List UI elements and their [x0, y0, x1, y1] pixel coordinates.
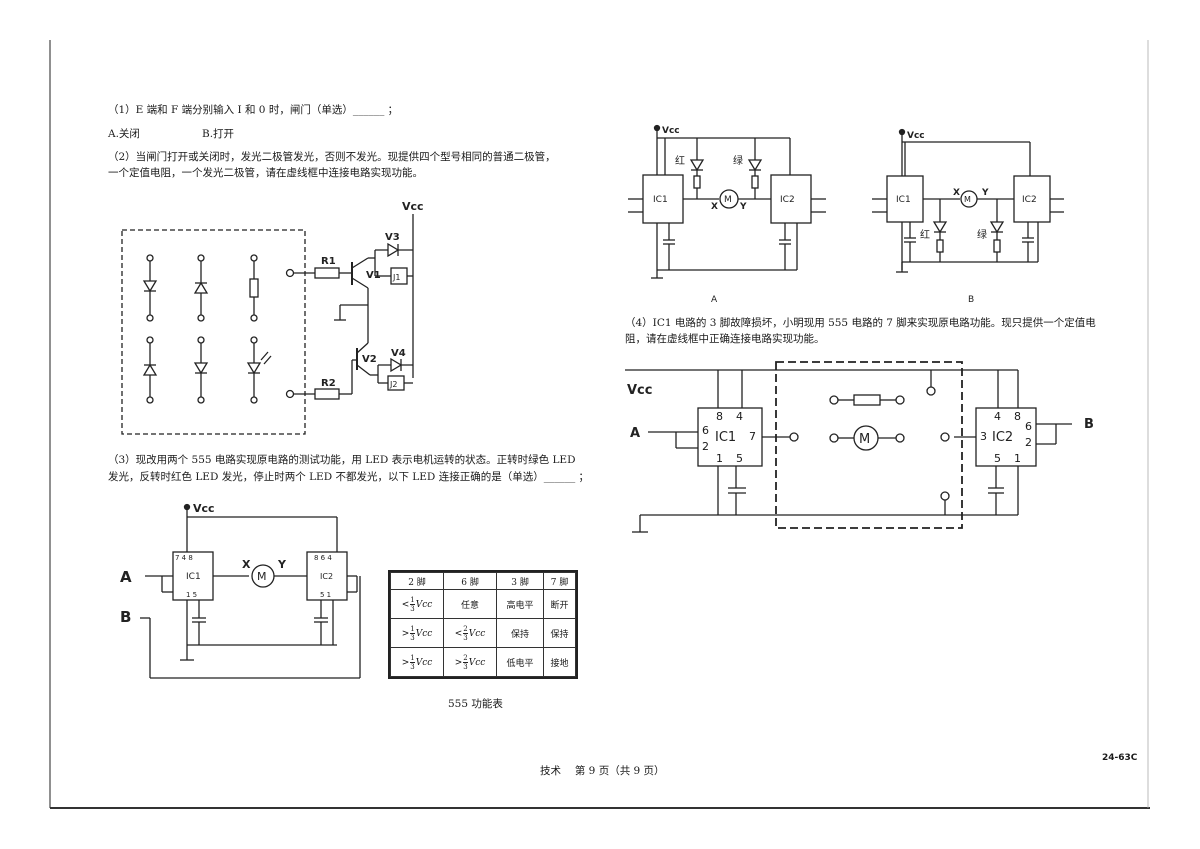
- q2-diode-4: [193, 336, 209, 404]
- q3-y-label: Y: [277, 558, 287, 571]
- option-a-green: 绿: [733, 154, 743, 167]
- q3-ic1-label: IC1: [186, 572, 201, 582]
- q3-circuit: [140, 503, 361, 679]
- table-header-pin2: 2 脚: [389, 572, 445, 590]
- q4-dashed-box: [775, 361, 963, 529]
- q3-a-label: A: [120, 568, 132, 586]
- option-a-vcc: Vcc: [662, 126, 680, 136]
- q3-ic2-top-pins: 8 6 4: [314, 554, 332, 562]
- footer-page: 技术 第 9 页（共 9 页）: [540, 765, 665, 777]
- q2-led: [246, 336, 272, 404]
- table-header-pin7: 7 脚: [543, 572, 576, 590]
- q2-line2: 一个定值电阻，一个发光二极管，请在虚线框中连接电路实现功能。: [108, 167, 423, 179]
- footer-code: 24-63C: [1102, 753, 1138, 763]
- option-b-circuit: [872, 128, 1064, 273]
- q3-ic1-top-pins: 7 4 8: [175, 554, 193, 562]
- q4-ic1-pin5: 5: [736, 452, 743, 465]
- option-b-ic2: IC2: [1022, 195, 1037, 205]
- q2-diode-3: [142, 336, 158, 404]
- q4-ic1-pin6: 6: [702, 424, 709, 437]
- option-b-caption: B: [968, 295, 974, 305]
- q3-x-label: X: [242, 558, 251, 571]
- q4-motor-label: M: [859, 432, 870, 447]
- q1-question: （1）E 端和 F 端分别输入 I 和 0 时，闸门（单选）______ ；: [108, 104, 399, 116]
- q4-ic2-label: IC2: [992, 430, 1013, 445]
- q3-vcc-label: Vcc: [193, 502, 215, 515]
- q4-ic2-pin1: 1: [1014, 452, 1021, 465]
- q4-line1: （4）IC1 电路的 3 脚故障损坏，小明现用 555 电路的 7 脚来实现原电…: [625, 317, 1096, 329]
- table-header-pin6: 6 脚: [443, 572, 498, 590]
- q2-v3-label: V3: [385, 232, 400, 243]
- q2-diode-1: [142, 254, 158, 322]
- q2-r1-label: R1: [321, 256, 336, 267]
- q3-line1: （3）现改用两个 555 电路实现原电路的测试功能，用 LED 表示电机运转的状…: [108, 454, 576, 466]
- q4-ic2-pin8: 8: [1014, 410, 1021, 423]
- q2-diode-2: [193, 254, 209, 322]
- option-b-green: 绿: [977, 228, 987, 241]
- option-a-ic1: IC1: [653, 195, 668, 205]
- q2-line1: （2）当闸门打开或关闭时，发光二极管发光，否则不发光。现提供四个型号相同的普通二…: [108, 151, 556, 163]
- q4-circuit: [625, 361, 1072, 533]
- q2-v4-label: V4: [391, 348, 406, 359]
- q4-ic1-label: IC1: [715, 430, 736, 445]
- q2-j2-label: J2: [389, 380, 397, 389]
- q2-vcc-label: Vcc: [402, 200, 424, 213]
- q4-vcc-label: Vcc: [627, 383, 652, 398]
- option-a-caption: A: [711, 295, 718, 305]
- q4-ic2-pin2: 2: [1025, 436, 1032, 449]
- option-a-x: X: [711, 202, 718, 212]
- q4-line2: 阻，请在虚线框中正确连接电路实现功能。: [625, 333, 825, 345]
- option-a-motor: M: [724, 195, 732, 205]
- option-a-y: Y: [739, 202, 747, 212]
- q2-v2-label: V2: [362, 354, 377, 365]
- option-b-red: 红: [920, 228, 930, 241]
- q2-resistor: [249, 254, 259, 322]
- q3-ic2-bottom-pins: 5 1: [320, 591, 331, 599]
- option-a-red: 红: [675, 154, 685, 167]
- option-a-ic2: IC2: [780, 195, 795, 205]
- option-a-circuit: [628, 124, 826, 279]
- option-b-motor: M: [964, 195, 971, 204]
- q1-option-a: A.关闭: [108, 128, 140, 140]
- q2-circuit: [121, 214, 414, 435]
- q2-r2-label: R2: [321, 378, 336, 389]
- q4-ic2-pin6: 6: [1025, 420, 1032, 433]
- q3-b-label: B: [120, 608, 131, 626]
- table-header-pin3: 3 脚: [496, 572, 545, 590]
- table-caption: 555 功能表: [448, 698, 503, 710]
- q3-motor-label: M: [257, 570, 267, 583]
- q1-option-b: B.打开: [202, 128, 235, 140]
- q3-ic2-label: IC2: [320, 572, 333, 581]
- q4-ic1: [697, 407, 763, 467]
- q4-ic2: [975, 407, 1037, 467]
- q4-ic2-pin5: 5: [994, 452, 1001, 465]
- q4-ic1-pin2: 2: [702, 440, 709, 453]
- option-b-ic1: IC1: [896, 195, 911, 205]
- option-b-x: X: [953, 188, 960, 198]
- q4-a-label: A: [630, 426, 640, 441]
- q2-v1-label: V1: [366, 270, 381, 281]
- q2-dashed-box: [121, 229, 306, 435]
- option-b-y: Y: [981, 188, 989, 198]
- q3-line2: 发光，反转时红色 LED 发光，停止时两个 LED 不都发光，以下 LED 连接…: [108, 471, 590, 483]
- q4-b-label: B: [1084, 417, 1094, 432]
- q4-ic1-pin8: 8: [716, 410, 723, 423]
- q4-ic2-pin3: 3: [980, 430, 987, 443]
- q3-ic1-bottom-pins: 1 5: [186, 591, 197, 599]
- q4-ic1-pin4: 4: [736, 410, 743, 423]
- q4-ic1-pin1: 1: [716, 452, 723, 465]
- q4-ic1-pin7: 7: [749, 430, 756, 443]
- q4-ic2-pin4: 4: [994, 410, 1001, 423]
- q2-j1-label: J1: [392, 273, 400, 282]
- option-b-vcc: Vcc: [907, 131, 925, 141]
